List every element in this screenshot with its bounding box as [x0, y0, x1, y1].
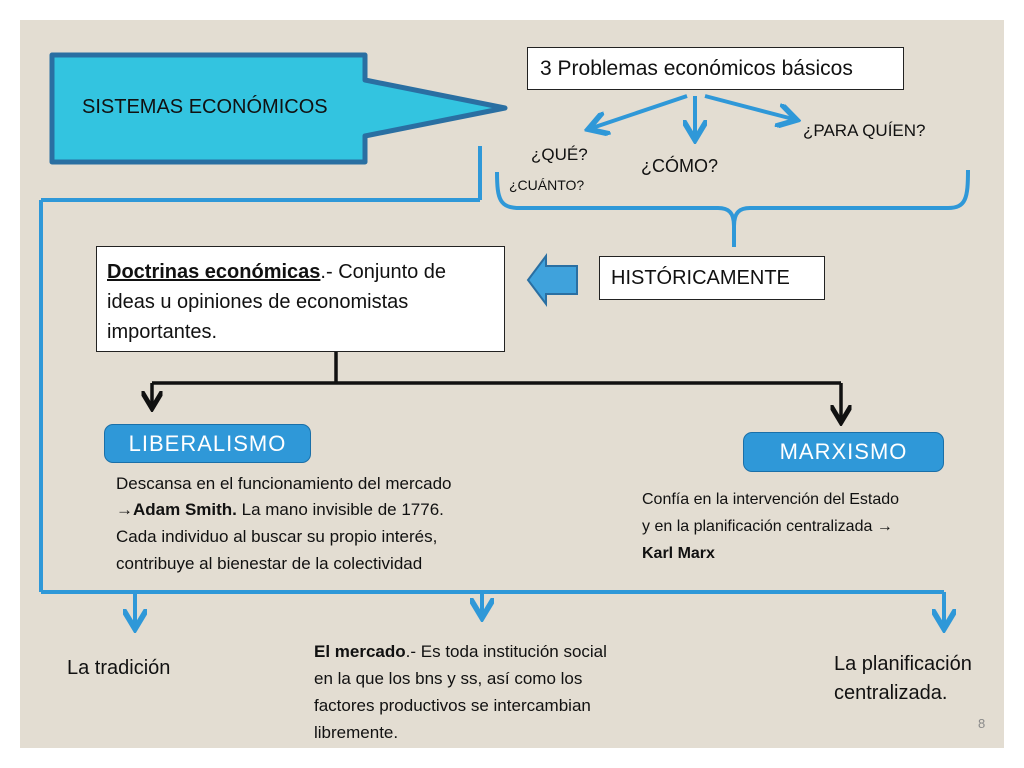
doctrines-line3: importantes.	[107, 321, 218, 343]
outer-bracket	[39, 146, 944, 625]
liberalismo-desc-line4: contribuye al bienestar de la colectivid…	[116, 554, 423, 573]
mercado-line2: en la que los bns y ss, así como los	[314, 669, 583, 688]
doctrines-tree	[152, 352, 841, 419]
liberalismo-pill: LIBERALISMO	[104, 424, 311, 463]
question-como: ¿CÓMO?	[641, 156, 719, 176]
mercado-line1-rest: .- Es toda institución social	[405, 642, 607, 661]
question-para-quien: ¿PARA QUÍEN?	[803, 121, 926, 140]
doctrines-line1-rest: .- Conjunto de	[320, 261, 447, 283]
left-block-arrow	[526, 253, 578, 307]
question-que: ¿QUÉ?	[531, 145, 588, 164]
liberalismo-author: Adam Smith.	[133, 500, 237, 519]
problems-box-label: 3 Problemas económicos básicos	[540, 57, 853, 80]
marxismo-desc-line3: Karl Marx	[642, 543, 715, 565]
mercado-line4: libremente.	[314, 723, 399, 742]
liberalismo-arrow: →	[116, 500, 133, 519]
doctrines-term: Doctrinas económicas	[107, 261, 321, 283]
doctrines-line1: Doctrinas económicas.- Conjunto de	[107, 257, 446, 287]
marxismo-pill: MARXISMO	[743, 432, 944, 472]
liberalismo-desc-line3: Cada individuo al buscar su propio inter…	[116, 527, 438, 546]
marxismo-desc-line2: y en la planificación centralizada →	[642, 518, 893, 535]
liberalismo-desc-line1: Descansa en el funcionamiento del mercad…	[116, 474, 452, 493]
marxismo-author: Karl Marx	[642, 545, 715, 562]
historically-label: HISTÓRICAMENTE	[611, 267, 790, 289]
mercado-term: El mercado	[314, 642, 406, 661]
marxismo-desc-line1: Confía en la intervención del Estado	[642, 491, 900, 508]
page-number: 8	[978, 716, 986, 731]
historically-box: HISTÓRICAMENTE	[599, 256, 825, 300]
planificacion-line2: centralizada.	[834, 682, 948, 704]
liberalismo-desc-line2: →Adam Smith. La mano invisible de 1776.	[116, 498, 444, 522]
doctrines-line2: ideas u opiniones de economistas	[107, 291, 409, 313]
doctrines-box: Doctrinas económicas.- Conjunto de ideas…	[96, 246, 505, 352]
liberalismo-line2-rest: La mano invisible de 1776.	[236, 500, 444, 519]
question-arrows	[592, 94, 793, 136]
mercado-line3: factores productivos se intercambian	[314, 696, 591, 715]
problems-box: 3 Problemas económicos básicos	[527, 47, 904, 90]
planificacion-line1: La planificación	[834, 653, 972, 675]
sistemas-block-arrow	[49, 52, 508, 165]
questions-brace	[495, 169, 970, 247]
main-title: SISTEMAS ECONÓMICOS	[82, 96, 328, 118]
tradicion-label: La tradición	[67, 657, 171, 679]
question-cuanto: ¿CUÁNTO?	[509, 177, 585, 193]
mercado-line1: El mercado.- Es toda institución social	[314, 640, 607, 664]
